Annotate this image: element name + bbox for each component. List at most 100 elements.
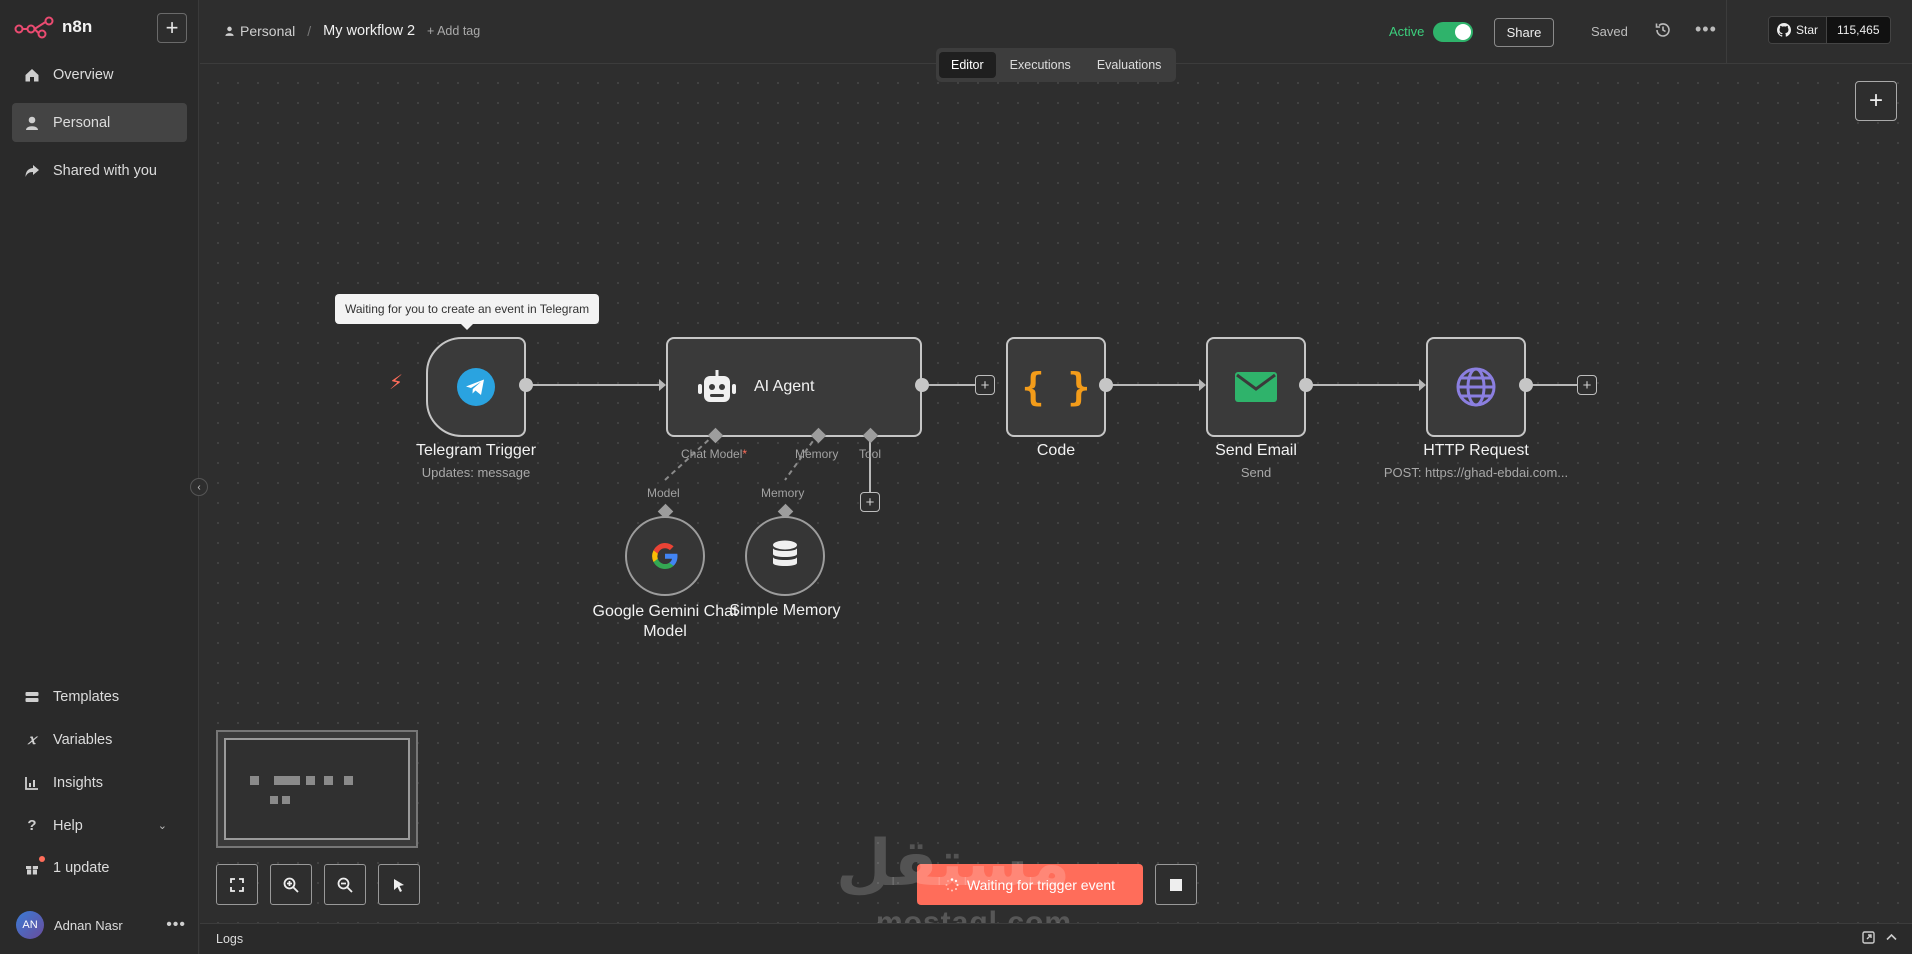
tab-executions[interactable]: Executions — [1009, 58, 1071, 72]
sidebar-item-help[interactable]: ? Help ⌄ — [12, 806, 187, 845]
ai-agent-node[interactable]: AI Agent — [666, 337, 922, 437]
variables-icon: 𝑥 — [28, 731, 36, 748]
http-request-node[interactable] — [1426, 337, 1526, 437]
github-star-label: Star — [1796, 23, 1819, 37]
sidebar-item-templates[interactable]: Templates — [12, 677, 187, 716]
minimap[interactable] — [216, 730, 418, 848]
minimap-viewport — [224, 738, 410, 840]
zoom-out-button[interactable] — [324, 864, 366, 905]
google-icon — [652, 543, 678, 569]
node-subtitle: POST: https://ghad-ebdai.com... — [1383, 465, 1569, 480]
connection-agent-memory — [784, 433, 819, 481]
send-email-node[interactable] — [1206, 337, 1306, 437]
sidebar: n8n + Overview Personal Shared with you — [0, 0, 199, 954]
output-port[interactable] — [915, 378, 929, 392]
sidebar-item-overview[interactable]: Overview — [12, 55, 187, 94]
node-title: HTTP Request — [1423, 442, 1529, 459]
avatar: AN — [16, 911, 44, 939]
user-menu[interactable]: AN Adnan Nasr ••• — [16, 910, 186, 940]
trigger-tooltip: Waiting for you to create an event in Te… — [335, 294, 600, 330]
port-label-text: Chat Model — [681, 447, 743, 461]
arrowhead — [659, 379, 666, 391]
tab-evaluations[interactable]: Evaluations — [1096, 58, 1162, 72]
user-name: Adnan Nasr — [54, 917, 123, 933]
memory-port-label: Memory — [761, 486, 805, 500]
sidebar-item-label: Insights — [53, 774, 103, 791]
add-node-button[interactable]: + — [975, 375, 995, 395]
minimap-node — [270, 796, 278, 804]
zoom-in-icon — [283, 877, 299, 893]
stop-icon — [1170, 878, 1182, 891]
zoom-out-icon — [337, 877, 353, 893]
google-gemini-node[interactable] — [625, 516, 705, 596]
workflow-canvas[interactable]: Waiting for you to create an event in Te… — [200, 65, 1912, 923]
sidebar-item-label: Overview — [53, 66, 114, 83]
n8n-logo-icon — [14, 16, 54, 39]
share-button[interactable]: Share — [1494, 18, 1554, 47]
output-port[interactable] — [1299, 378, 1313, 392]
waiting-for-trigger-button[interactable]: Waiting for trigger event — [917, 864, 1143, 905]
sidebar-item-variables[interactable]: 𝑥 Variables — [12, 720, 187, 759]
github-star-button[interactable]: Star 115,465 — [1768, 16, 1891, 44]
node-title: Google Gemini Chat Model — [565, 602, 765, 642]
node-subtitle: Updates: message — [421, 465, 531, 480]
memory-port-label: Memory — [795, 447, 839, 461]
code-node[interactable]: { } — [1006, 337, 1106, 437]
help-icon: ? — [27, 817, 37, 834]
fit-view-button[interactable] — [216, 864, 258, 905]
popout-icon[interactable] — [1862, 931, 1875, 944]
add-tag-button[interactable]: + Add tag — [427, 24, 481, 38]
sidebar-item-insights[interactable]: Insights — [12, 763, 187, 802]
tidy-up-button[interactable] — [378, 864, 420, 905]
envelope-icon — [1235, 372, 1277, 402]
sidebar-item-shared-with-you[interactable]: Shared with you — [12, 151, 187, 190]
spinner-icon — [945, 877, 959, 891]
node-title: Send Email — [1215, 442, 1297, 459]
simple-memory-node[interactable] — [745, 516, 825, 596]
arrowhead — [1199, 379, 1206, 391]
tab-editor[interactable]: Editor — [939, 52, 996, 78]
more-options-icon[interactable]: ••• — [166, 916, 186, 933]
minimap-node — [274, 776, 300, 785]
database-icon — [773, 540, 797, 566]
connections-layer — [532, 379, 1577, 492]
logs-bar[interactable]: Logs — [200, 923, 1912, 954]
add-node-panel-button[interactable]: + — [1855, 81, 1897, 121]
zoom-in-button[interactable] — [270, 864, 312, 905]
output-port[interactable] — [519, 378, 533, 392]
node-title: AI Agent — [754, 378, 815, 395]
minimap-node — [282, 796, 290, 804]
output-port[interactable] — [1099, 378, 1113, 392]
sidebar-item-label: Variables — [53, 731, 113, 748]
minimap-node — [324, 776, 333, 785]
chevron-up-icon[interactable] — [1885, 931, 1898, 944]
connection-agent-gemini — [664, 433, 716, 481]
user-icon — [24, 115, 40, 131]
breadcrumb: Personal / My workflow 2 + Add tag — [224, 23, 480, 39]
history-icon[interactable] — [1654, 21, 1672, 39]
saved-status: Saved — [1591, 24, 1628, 39]
waiting-button-label: Waiting for trigger event — [966, 876, 1116, 893]
more-options-icon[interactable]: ••• — [1695, 19, 1717, 39]
sidebar-item-personal[interactable]: Personal — [12, 103, 187, 142]
minimap-node — [344, 776, 353, 785]
add-node-button[interactable]: + — [1577, 375, 1597, 395]
n8n-logo[interactable]: n8n — [14, 14, 92, 40]
user-icon — [225, 26, 234, 36]
telegram-trigger-node[interactable] — [426, 337, 526, 437]
breadcrumb-project[interactable]: Personal — [224, 23, 295, 39]
active-toggle[interactable] — [1433, 22, 1473, 42]
arrowhead — [1419, 379, 1426, 391]
stop-execution-button[interactable] — [1155, 864, 1197, 905]
output-port[interactable] — [1519, 378, 1533, 392]
sidebar-item-updates[interactable]: 1 update — [12, 848, 187, 887]
node-title-line: Model — [643, 623, 687, 640]
workflow-name[interactable]: My workflow 2 — [323, 23, 416, 39]
chevron-down-icon: ⌄ — [157, 820, 167, 832]
minimap-node — [250, 776, 259, 785]
minimap-node — [306, 776, 315, 785]
new-item-button[interactable]: + — [157, 13, 187, 43]
collapse-sidebar-button[interactable]: ‹ — [190, 478, 208, 496]
required-mark: * — [742, 447, 748, 461]
add-tool-button[interactable]: + — [860, 492, 880, 512]
